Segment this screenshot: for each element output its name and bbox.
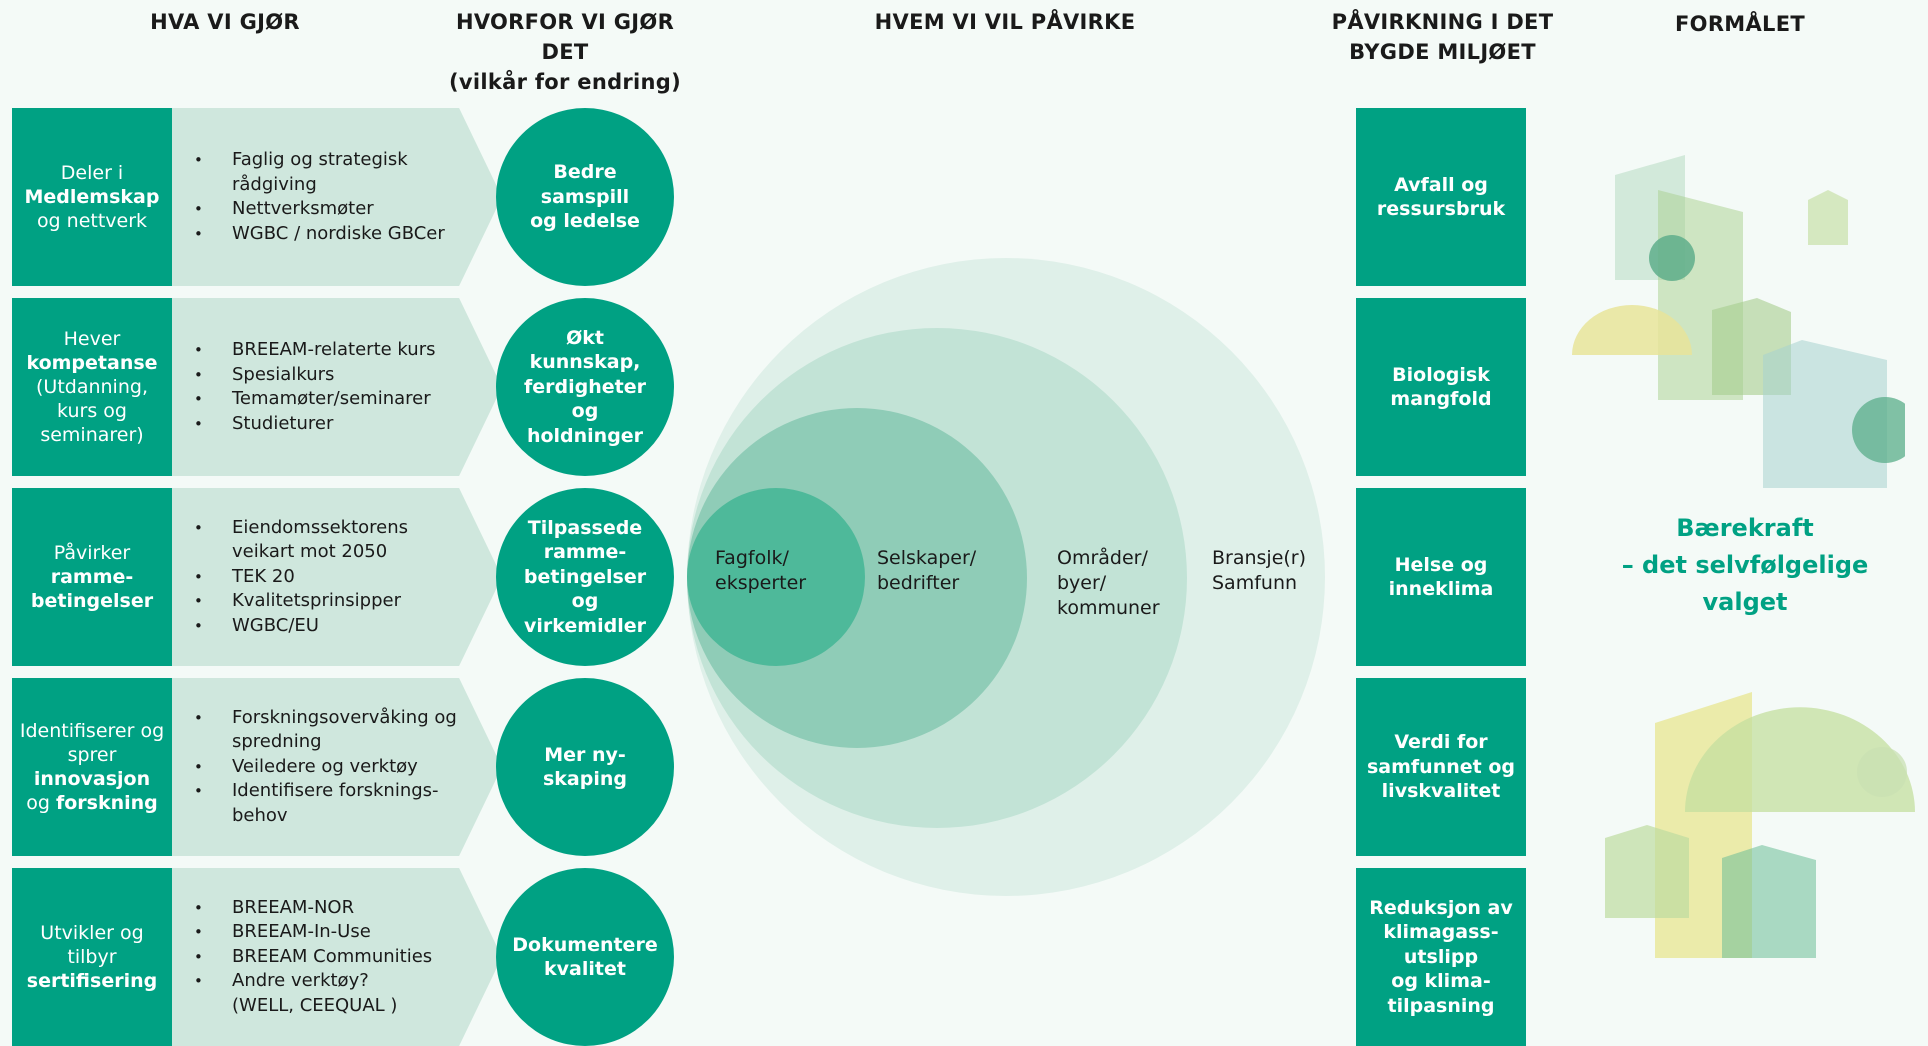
ring-label-experts: Fagfolk/ eksperter — [715, 547, 807, 594]
header-what: HVA VI GJØR — [150, 10, 300, 34]
list-item: Identifisere forsknings- behov — [190, 779, 470, 828]
impact-box: Verdi for samfunnet og livskvalitet — [1356, 678, 1526, 856]
header-why: HVORFOR VI GJØR DET (vilkår for endring) — [448, 10, 682, 94]
header-purpose: FORMÅLET — [1675, 12, 1805, 36]
header-impact: PÅVIRKNING I DET BYGDE MILJØET — [1331, 10, 1554, 64]
list-item: WGBC / nordiske GBCer — [190, 222, 470, 247]
list-item: Kvalitetsprinsipper — [190, 589, 470, 614]
building-illustration-bottom — [1600, 690, 1920, 960]
activity-list: Forskningsovervåking og spredning Veiled… — [190, 678, 470, 856]
list-item: Veiledere og verktøy — [190, 755, 470, 780]
activity-list: BREEAM-relaterte kurs Spesialkurs Temamø… — [190, 298, 470, 476]
building-illustration-top — [1565, 150, 1918, 495]
list-item: Nettverksmøter — [190, 197, 470, 222]
condition-circle: Tilpassede ramme- betingelser og virkemi… — [496, 488, 674, 666]
activity-list: BREEAM-NOR BREEAM-In-Use BREEAM Communit… — [190, 868, 470, 1046]
impact-box: Reduksjon av klimagass- utslipp og klima… — [1356, 868, 1526, 1046]
header-who: HVEM VI VIL PÅVIRKE — [874, 10, 1136, 34]
list-item: Temamøter/seminarer — [190, 387, 470, 412]
list-item: Eiendomssektorens veikart mot 2050 — [190, 516, 470, 565]
impact-box: Avfall og ressursbruk — [1356, 108, 1526, 286]
condition-circle: Bedre samspill og ledelse — [496, 108, 674, 286]
activity-list: Faglig og strategisk rådgiving Nettverks… — [190, 108, 470, 286]
condition-circle: Økt kunnskap, ferdigheter og holdninger — [496, 298, 674, 476]
list-item: WGBC/EU — [190, 614, 470, 639]
list-item: TEK 20 — [190, 565, 470, 590]
list-item: Faglig og strategisk rådgiving — [190, 148, 470, 197]
list-item: BREEAM-In-Use — [190, 920, 470, 945]
impact-box: Biologisk mangfold — [1356, 298, 1526, 476]
list-item: Spesialkurs — [190, 363, 470, 388]
ring-label-companies: Selskaper/ bedrifter — [877, 547, 977, 594]
list-item: Andre verktøy? (WELL, CEEQUAL ) — [190, 969, 470, 1018]
condition-circle: Mer ny- skaping — [496, 678, 674, 856]
ring-label-society: Bransje(r) Samfunn — [1212, 547, 1307, 594]
ring-label-areas: Områder/ byer/ kommuner — [1057, 547, 1160, 619]
list-item: Studieturer — [190, 412, 470, 437]
impact-box: Helse og inneklima — [1356, 488, 1526, 666]
list-item: BREEAM Communities — [190, 945, 470, 970]
list-item: BREEAM-relaterte kurs — [190, 338, 470, 363]
activity-list: Eiendomssektorens veikart mot 2050 TEK 2… — [190, 488, 470, 666]
audience-ring-experts — [687, 488, 865, 666]
purpose-statement: Bærekraft – det selvfølgelige valget — [1621, 514, 1869, 616]
list-item: Forskningsovervåking og spredning — [190, 706, 470, 755]
condition-circle: Dokumentere kvalitet — [496, 868, 674, 1046]
list-item: BREEAM-NOR — [190, 896, 470, 921]
